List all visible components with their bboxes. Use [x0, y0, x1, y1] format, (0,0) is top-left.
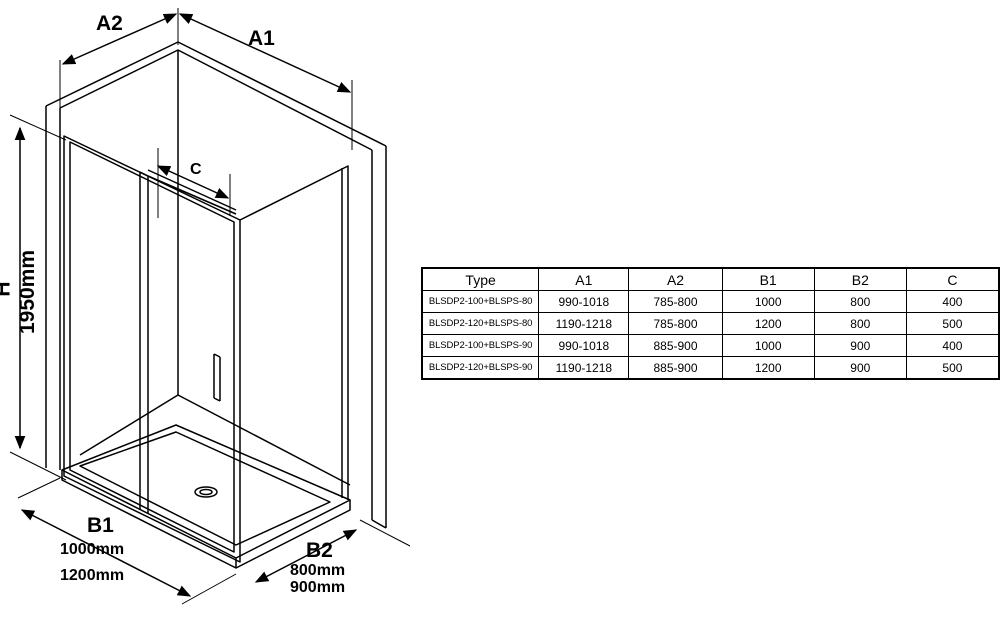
dim-label-b1-value-2: 1200mm	[60, 567, 125, 584]
cell-a2: 785-800	[628, 290, 723, 313]
cell-type: BLSDP2-120+BLSPS-90	[421, 356, 540, 380]
cell-a1: 990-1018	[538, 290, 630, 313]
header-a2: A2	[628, 267, 723, 291]
dim-label-b2: B2	[306, 539, 333, 562]
cell-a2: 785-800	[628, 312, 723, 335]
cell-c: 500	[905, 312, 1000, 335]
dim-b2-ext	[359, 519, 411, 547]
shower-tray-inner	[79, 431, 331, 546]
left-wall	[45, 106, 61, 470]
dim-h-ext	[9, 114, 67, 481]
dim-a2-ext	[59, 8, 353, 150]
dim-label-a1: A1	[248, 27, 275, 50]
table-row: BLSDP2-120+BLSPS-90 1190-1218 885-900 12…	[421, 356, 1000, 380]
cell-c: 400	[905, 334, 1000, 357]
table-row: BLSDP2-100+BLSPS-90 990-1018 885-900 100…	[421, 334, 1000, 357]
header-c: C	[905, 267, 1000, 291]
dim-c-ext	[157, 148, 231, 218]
cell-type: BLSDP2-100+BLSPS-80	[421, 290, 540, 313]
header-type: Type	[421, 267, 540, 291]
cell-c: 400	[905, 290, 1000, 313]
cell-a1: 990-1018	[538, 334, 630, 357]
dim-label-height-value: 1950mm	[16, 249, 40, 335]
dim-b1-ext	[17, 477, 237, 605]
dim-b2-line	[254, 529, 358, 583]
dim-a1-line	[178, 13, 352, 93]
table-row: BLSDP2-120+BLSPS-80 1190-1218 785-800 12…	[421, 312, 1000, 335]
dim-label-b1: B1	[87, 514, 114, 537]
cell-type: BLSDP2-120+BLSPS-80	[421, 312, 540, 335]
dim-c-line	[156, 165, 230, 199]
cell-a2: 885-900	[628, 356, 723, 380]
header-b2: B2	[813, 267, 907, 291]
cell-b2: 900	[813, 356, 907, 380]
cell-a1: 1190-1218	[538, 312, 630, 335]
cell-type: BLSDP2-100+BLSPS-90	[421, 334, 540, 357]
dim-label-b1-value-1: 1000mm	[60, 541, 125, 558]
spec-table-header: Type A1 A2 B1 B2 C	[421, 267, 1000, 291]
side-panel	[239, 165, 349, 500]
dim-label-a2: A2	[96, 12, 123, 35]
cell-b1: 1000	[721, 334, 815, 357]
dim-label-c: C	[190, 161, 202, 178]
header-a1: A1	[538, 267, 630, 291]
cell-b1: 1200	[721, 356, 815, 380]
cell-c: 500	[905, 356, 1000, 380]
table-row: BLSDP2-100+BLSPS-80 990-1018 785-800 100…	[421, 290, 1000, 313]
cell-b2: 800	[813, 312, 907, 335]
dim-b1-line	[20, 509, 192, 597]
sliding-panel	[139, 171, 149, 514]
floor-line	[79, 394, 351, 486]
header-b1: B1	[721, 267, 815, 291]
dim-label-h: H	[0, 281, 16, 296]
cell-a2: 885-900	[628, 334, 723, 357]
right-wall	[371, 146, 387, 529]
dim-label-b2-value-1: 800mm	[290, 562, 346, 579]
drain	[194, 486, 218, 498]
cell-b2: 900	[813, 334, 907, 357]
cell-b1: 1000	[721, 290, 815, 313]
cell-a1: 1190-1218	[538, 356, 630, 380]
spec-table: Type A1 A2 B1 B2 C BLSDP2-100+BLSPS-80 9…	[421, 267, 1000, 380]
door-handle	[213, 353, 221, 402]
cell-b1: 1200	[721, 312, 815, 335]
cell-b2: 800	[813, 290, 907, 313]
dim-label-b2-value-2: 900mm	[290, 579, 346, 596]
wall-inner-top	[59, 49, 373, 151]
dim-a2-line	[61, 13, 178, 65]
